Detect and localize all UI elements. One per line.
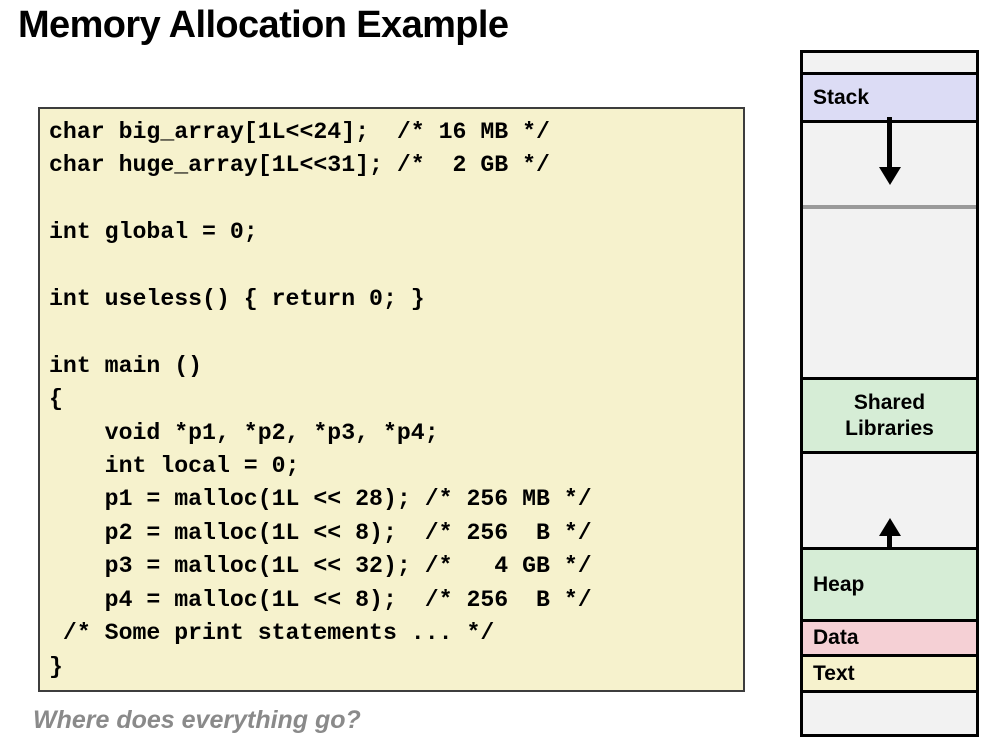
memory-region-data-label: Data — [813, 626, 859, 649]
memory-region-heap: Heap — [803, 550, 976, 622]
code-block: char big_array[1L<<24]; /* 16 MB */ char… — [38, 107, 745, 692]
memory-divider-line — [803, 205, 976, 209]
memory-region-stack: Stack — [803, 75, 976, 123]
memory-region-heap-label: Heap — [813, 572, 865, 596]
memory-layout-diagram: Stack Shared Libraries Heap Data Text — [800, 50, 979, 737]
memory-region-bottom-gap — [803, 693, 976, 734]
memory-region-text-label: Text — [813, 661, 855, 685]
code-listing: char big_array[1L<<24]; /* 16 MB */ char… — [49, 119, 592, 680]
page-title: Memory Allocation Example — [18, 4, 509, 46]
heap-grow-arrow-shaft — [887, 535, 892, 550]
memory-region-shared-libraries-label-line2: Libraries — [845, 416, 934, 440]
memory-region-unmapped-gap — [803, 209, 976, 380]
memory-region-data: Data — [803, 622, 976, 657]
memory-region-shared-libraries: Shared Libraries — [803, 380, 976, 454]
memory-region-stack-label: Stack — [813, 85, 870, 109]
memory-region-top-gap — [803, 53, 976, 75]
heap-grow-arrow-icon — [879, 518, 901, 536]
slide-caption: Where does everything go? — [33, 706, 361, 734]
memory-region-text: Text — [803, 657, 976, 693]
memory-region-shared-libraries-label-line1: Shared — [853, 390, 926, 414]
stack-grow-arrow-shaft — [887, 117, 892, 171]
stack-grow-arrow-icon — [879, 167, 901, 185]
